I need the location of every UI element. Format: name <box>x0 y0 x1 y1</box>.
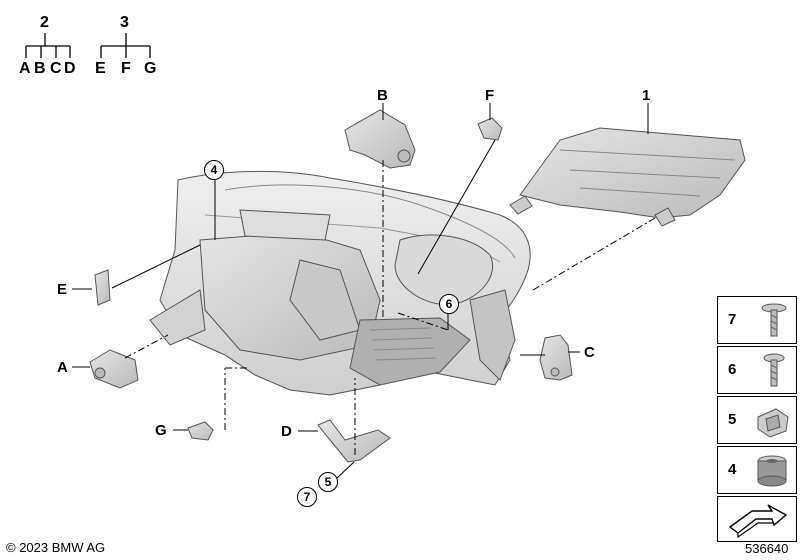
tree-lines <box>25 33 151 58</box>
tree-leaf-g: G <box>144 60 157 77</box>
part-c-bracket <box>539 334 573 381</box>
label-e: E <box>57 281 68 298</box>
part-1-bracket <box>509 127 746 227</box>
part-f-connector <box>477 117 503 141</box>
tree-leaf-a: A <box>19 60 31 77</box>
circle-label-5: 5 <box>318 472 338 492</box>
label-d: D <box>281 423 292 440</box>
legend-num-7: 7 <box>728 311 737 328</box>
label-f: F <box>485 87 495 104</box>
tree-leaf-e: E <box>95 60 106 77</box>
part-e-clip <box>94 269 111 306</box>
part-g-clip <box>187 421 214 441</box>
part-d-bracket <box>317 419 391 463</box>
label-g: G <box>155 422 167 439</box>
legend-cell-4: 4 <box>717 446 797 494</box>
tree-leaf-b: B <box>34 60 46 77</box>
copyright-text: © 2023 BMW AG <box>6 540 106 555</box>
screw-icon <box>761 303 787 337</box>
label-1: 1 <box>642 87 651 104</box>
parts-legend: 7 6 5 4 <box>717 296 797 542</box>
label-b: B <box>377 87 388 104</box>
part-b-bracket <box>344 109 416 169</box>
legend-cell-6: 6 <box>717 346 797 394</box>
tree-leaf-d: D <box>64 60 76 77</box>
circle-label-7: 7 <box>297 487 317 507</box>
dash-dot-lines <box>124 160 656 455</box>
circle-label-4: 4 <box>204 160 224 180</box>
screw-icon <box>763 353 785 387</box>
legend-cell-5: 5 <box>717 396 797 444</box>
grommet-icon <box>757 455 787 487</box>
legend-cell-arrow <box>717 496 797 542</box>
headlight-housing <box>149 170 531 396</box>
legend-num-6: 6 <box>728 361 737 378</box>
circle-label-6: 6 <box>439 294 459 314</box>
part-a-bracket <box>89 349 139 389</box>
tree-leaf-f: F <box>121 60 131 77</box>
label-a: A <box>57 359 68 376</box>
legend-cell-7: 7 <box>717 296 797 344</box>
legend-num-5: 5 <box>728 411 737 428</box>
clip-nut-icon <box>757 408 789 438</box>
leader-lines <box>72 103 649 479</box>
arrow-icon <box>728 504 788 539</box>
tree-root-3: 3 <box>120 14 129 31</box>
legend-num-4: 4 <box>728 461 737 478</box>
tree-leaf-c: C <box>50 60 62 77</box>
document-number: 536640 <box>745 541 789 556</box>
tree-root-2: 2 <box>40 14 49 31</box>
label-c: C <box>584 344 595 361</box>
